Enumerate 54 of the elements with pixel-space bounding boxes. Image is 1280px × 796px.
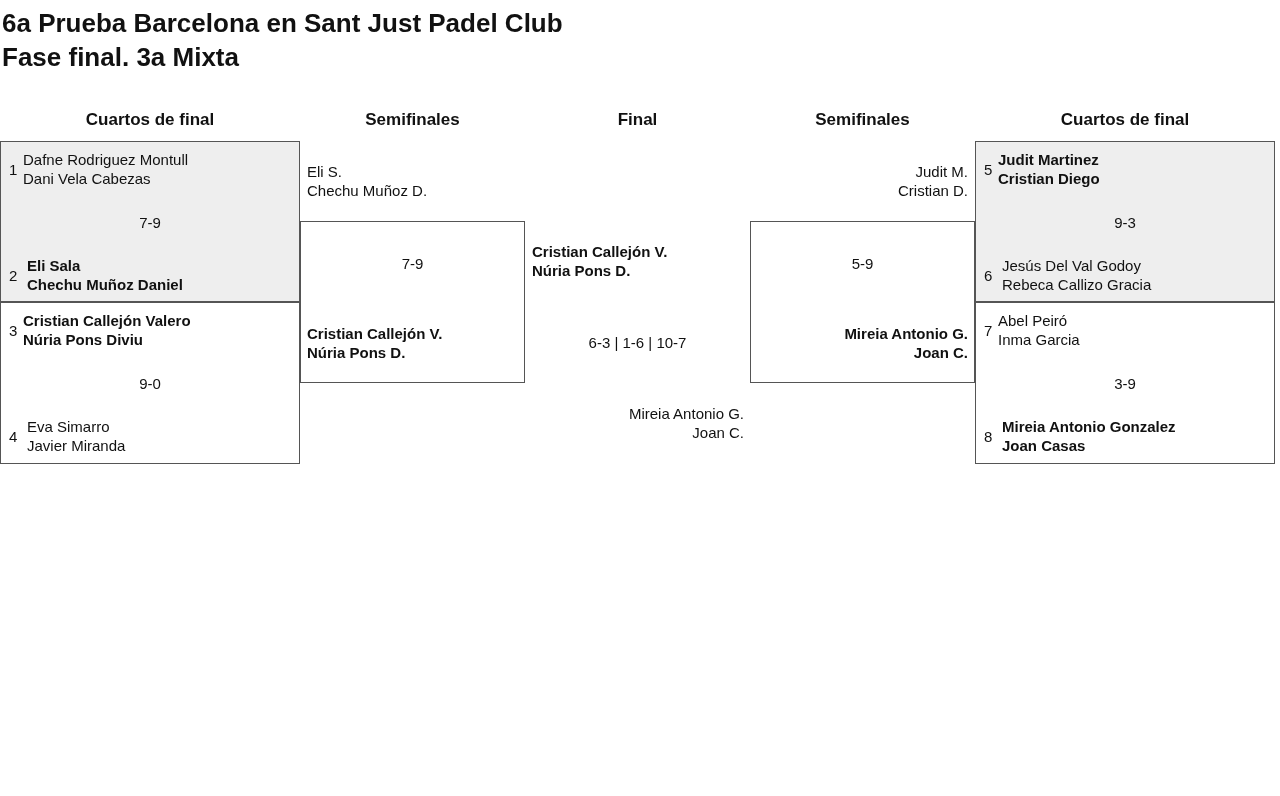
- seed-number: 1: [9, 160, 18, 179]
- player-name: Núria Pons D.: [532, 262, 631, 279]
- player-name: Javier Miranda: [27, 436, 126, 455]
- column-header: Final: [616, 110, 659, 130]
- player-name: Núria Pons Diviu: [23, 330, 144, 349]
- player-name: Cristian Callejón V.: [532, 243, 668, 260]
- player-name: Joan Casas: [1002, 436, 1086, 455]
- match-score: 7-9: [138, 213, 162, 232]
- seed-number: 5: [984, 160, 993, 179]
- match-score: 3-9: [1113, 374, 1137, 393]
- column-header: Semifinales: [814, 110, 911, 130]
- player-name: Mireia Antonio G.: [844, 324, 968, 343]
- column-header: Cuartos de final: [84, 110, 216, 130]
- subtitle: Fase final. 3a Mixta: [2, 42, 239, 73]
- player-name: Dani Vela Cabezas: [23, 169, 151, 188]
- match-score: 9-0: [138, 374, 162, 393]
- player-name: Cristian Diego: [998, 169, 1100, 188]
- player-name: Eli S.: [307, 162, 342, 181]
- player-name: Rebeca Callizo Gracia: [1002, 275, 1152, 294]
- match-box: [975, 141, 1275, 302]
- player-name: Joan C.: [692, 424, 744, 441]
- player-name: Mireia Antonio G.: [628, 405, 744, 422]
- player-name: Cristian Callejón V.: [307, 324, 443, 343]
- title: 6a Prueba Barcelona en Sant Just Padel Club: [2, 8, 563, 39]
- seed-number: 2: [9, 266, 18, 285]
- player-name: Inma Garcia: [998, 330, 1080, 349]
- match-box: [0, 302, 300, 464]
- seed-number: 8: [984, 427, 993, 446]
- player-name: Núria Pons D.: [307, 343, 406, 362]
- match-score: 5-9: [850, 254, 875, 273]
- player-name: Mireia Antonio Gonzalez: [1002, 417, 1176, 436]
- seed-number: 3: [9, 321, 18, 340]
- seed-number: 7: [984, 321, 993, 340]
- match-box: [975, 302, 1275, 464]
- player-name: Eva Simarro: [27, 417, 110, 436]
- player-name: Judit M.: [915, 162, 968, 181]
- player-name: Chechu Muñoz Daniel: [27, 275, 183, 294]
- player-name: Judit Martinez: [998, 150, 1099, 169]
- player-name: Dafne Rodriguez Montull: [23, 150, 189, 169]
- player-name: Eli Sala: [27, 256, 81, 275]
- player-name: Joan C.: [913, 343, 968, 362]
- column-header: Cuartos de final: [1059, 110, 1191, 130]
- seed-number: 6: [984, 266, 993, 285]
- match-box: [0, 141, 300, 302]
- match-score: 6-3 | 1-6 | 10-7: [587, 334, 688, 351]
- match-score: 7-9: [400, 254, 425, 273]
- player-name: Abel Peiró: [998, 311, 1068, 330]
- player-name: Jesús Del Val Godoy: [1002, 256, 1141, 275]
- player-name: Chechu Muñoz D.: [307, 181, 428, 200]
- column-header: Semifinales: [364, 110, 461, 130]
- seed-number: 4: [9, 427, 18, 446]
- player-name: Cristian D.: [898, 181, 968, 200]
- match-score: 9-3: [1113, 213, 1137, 232]
- player-name: Cristian Callejón Valero: [23, 311, 191, 330]
